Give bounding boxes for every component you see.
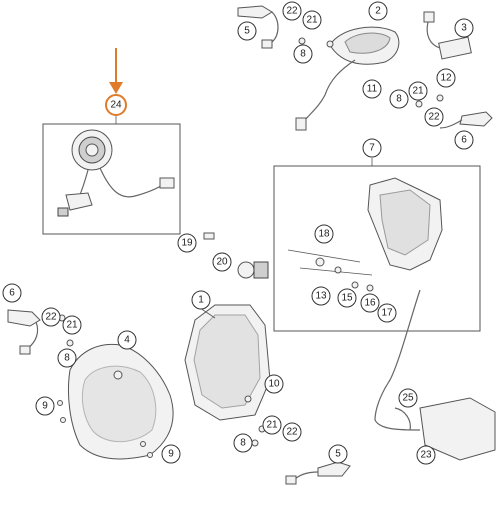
svg-text:21: 21 — [306, 15, 318, 26]
callout-4: 4 — [117, 330, 137, 350]
callout-5a: 5 — [237, 21, 257, 41]
callout-21d: 21 — [262, 415, 282, 435]
callout-8a: 8 — [293, 44, 313, 64]
svg-text:22: 22 — [428, 112, 440, 123]
svg-text:5: 5 — [335, 449, 341, 460]
callout-6a: 6 — [454, 130, 474, 150]
callout-1: 1 — [191, 290, 211, 310]
callout-22b: 22 — [424, 107, 444, 127]
callout-8c: 8 — [57, 348, 77, 368]
callout-9a: 9 — [35, 396, 55, 416]
svg-text:12: 12 — [440, 73, 452, 84]
callout-12: 12 — [436, 68, 456, 88]
callout-20: 20 — [212, 252, 232, 272]
svg-text:8: 8 — [396, 94, 402, 105]
svg-text:6: 6 — [461, 135, 467, 146]
svg-text:15: 15 — [341, 293, 353, 304]
instrument-cluster-drawing — [295, 26, 400, 131]
svg-text:20: 20 — [216, 257, 228, 268]
svg-text:2: 2 — [375, 6, 381, 17]
inset-frame-24 — [42, 123, 181, 235]
svg-text:22: 22 — [286, 427, 298, 438]
svg-text:10: 10 — [268, 379, 280, 390]
highlight-arrow — [109, 48, 123, 94]
callout-24: 24 — [105, 94, 127, 116]
wiring-harness-drawing — [374, 289, 496, 461]
svg-text:21: 21 — [66, 320, 78, 331]
indicator-top-left — [237, 5, 279, 49]
svg-text:11: 11 — [367, 84, 378, 95]
callout-6b: 6 — [2, 283, 22, 303]
svg-text:9: 9 — [168, 449, 174, 460]
callout-3: 3 — [454, 18, 474, 38]
svg-text:23: 23 — [420, 450, 432, 461]
svg-text:8: 8 — [240, 438, 246, 449]
svg-text:16: 16 — [364, 298, 376, 309]
callout-8d: 8 — [233, 433, 253, 453]
svg-text:18: 18 — [318, 229, 330, 240]
svg-text:24: 24 — [110, 100, 122, 111]
callout-10: 10 — [264, 374, 284, 394]
callout-13: 13 — [311, 286, 331, 306]
callout-5b: 5 — [328, 444, 348, 464]
svg-text:13: 13 — [315, 291, 327, 302]
svg-text:21: 21 — [266, 420, 278, 431]
svg-text:4: 4 — [124, 335, 130, 346]
svg-text:17: 17 — [381, 308, 393, 319]
svg-text:8: 8 — [64, 353, 70, 364]
headlight-mask-drawing — [67, 343, 174, 460]
svg-text:6: 6 — [9, 288, 15, 299]
svg-text:9: 9 — [42, 401, 48, 412]
callout-23: 23 — [416, 445, 436, 465]
callout-22d: 22 — [282, 422, 302, 442]
svg-text:22: 22 — [286, 6, 298, 17]
svg-text:1: 1 — [198, 295, 204, 306]
callout-16: 16 — [360, 293, 380, 313]
svg-text:25: 25 — [402, 393, 414, 404]
callout-8b: 8 — [389, 89, 409, 109]
callout-21a: 21 — [302, 10, 322, 30]
indicator-bottom — [285, 461, 351, 485]
headlight-bracket-drawing — [287, 177, 443, 292]
svg-text:22: 22 — [45, 312, 57, 323]
small-parts — [57, 37, 444, 458]
callout-22c: 22 — [41, 307, 61, 327]
callout-18: 18 — [314, 224, 334, 244]
callout-11: 11 — [362, 79, 382, 99]
callout-15: 15 — [337, 288, 357, 308]
callout-9b: 9 — [161, 444, 181, 464]
svg-text:5: 5 — [244, 26, 250, 37]
callout-19: 19 — [177, 233, 197, 253]
svg-text:8: 8 — [300, 49, 306, 60]
svg-text:7: 7 — [369, 143, 375, 154]
svg-text:21: 21 — [412, 86, 424, 97]
svg-text:19: 19 — [181, 238, 193, 249]
callout-21b: 21 — [408, 81, 428, 101]
callout-22a: 22 — [282, 1, 302, 21]
inset-frame-7 — [273, 165, 481, 332]
bulb-drawing — [203, 232, 269, 279]
callout-2: 2 — [368, 1, 388, 21]
svg-text:3: 3 — [461, 23, 467, 34]
indicator-right — [439, 111, 493, 129]
callout-17: 17 — [377, 303, 397, 323]
indicator-left — [7, 309, 41, 355]
part-24-drawing — [57, 129, 175, 217]
callout-7: 7 — [362, 138, 382, 158]
headlight-drawing — [184, 304, 271, 421]
callout-21c: 21 — [62, 315, 82, 335]
callout-25: 25 — [398, 388, 418, 408]
sensor-drawing — [423, 11, 472, 60]
